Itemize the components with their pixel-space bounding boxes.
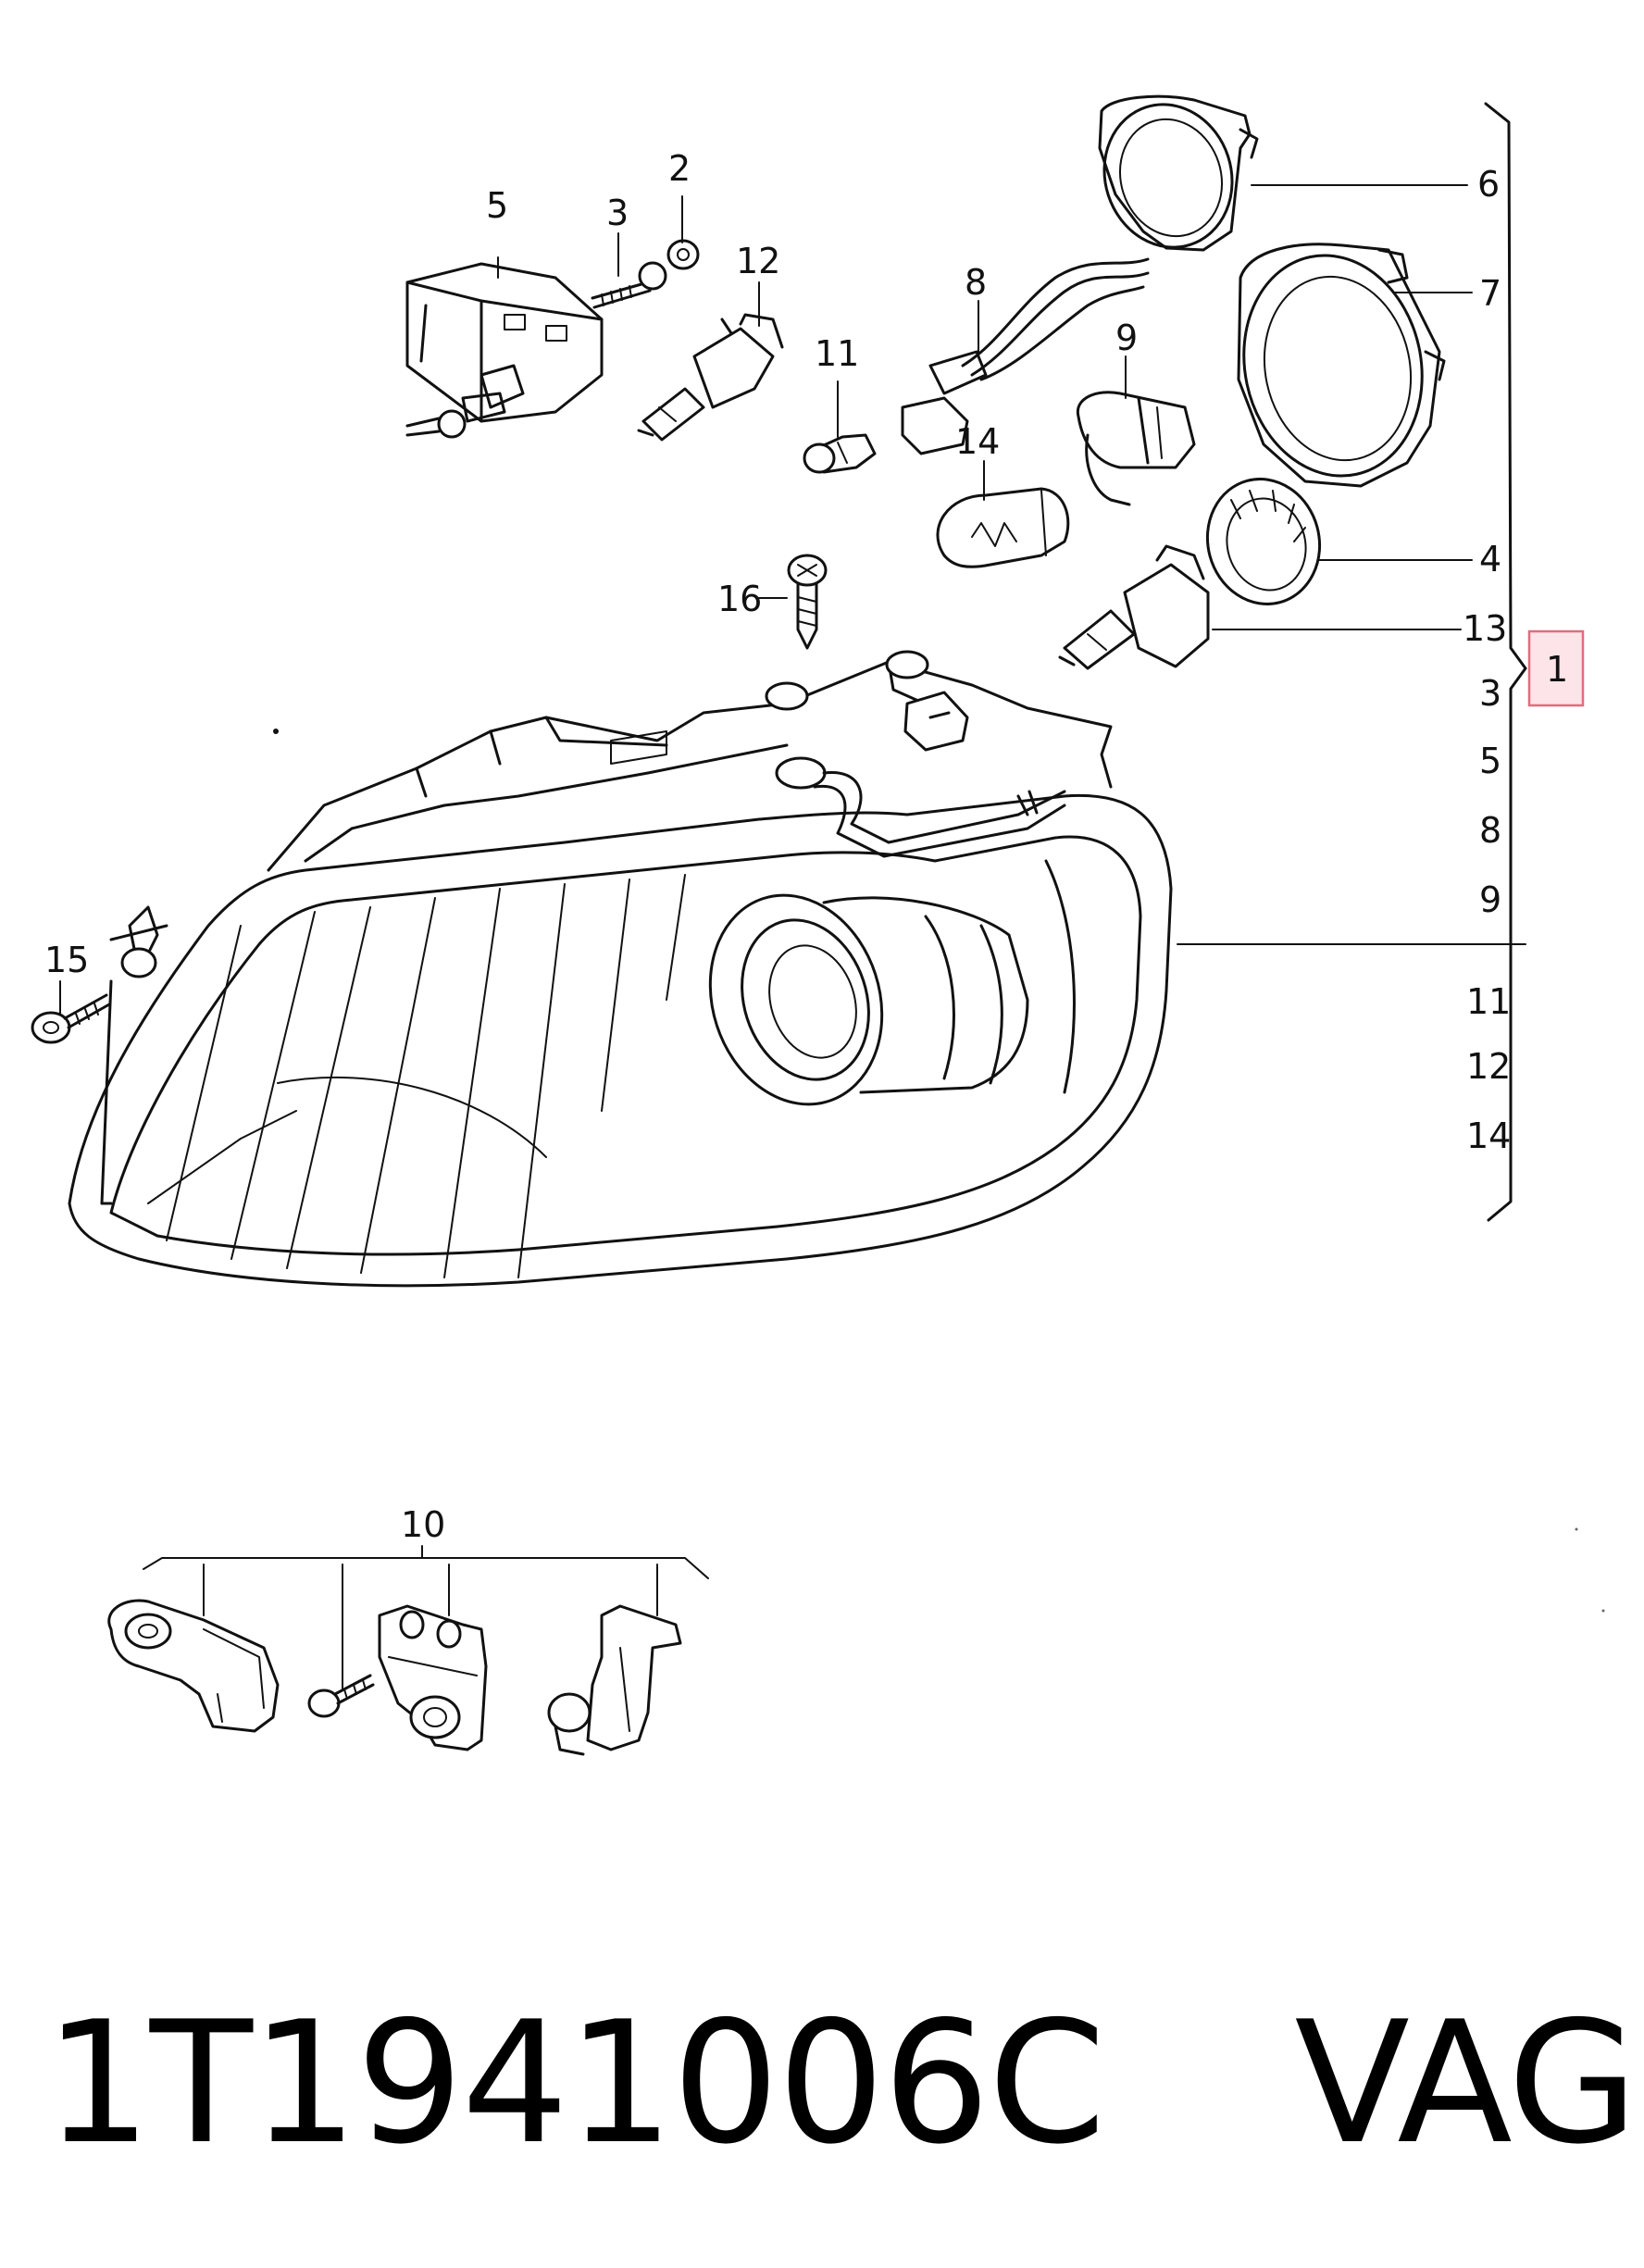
callout-1[interactable]: 1	[1546, 649, 1568, 690]
callout-labels: 2 5 3 12 8 11 9 14 16 15 6 7 4 13 10 1 3…	[44, 148, 1585, 1545]
part-10-bracket-b[interactable]	[378, 1604, 488, 1751]
callout-15[interactable]: 15	[44, 940, 89, 980]
callout-11[interactable]: 11	[815, 333, 859, 374]
callout-16[interactable]: 16	[717, 579, 762, 619]
part-15-screw[interactable]	[31, 993, 111, 1044]
part-11-wedge-bulb[interactable]	[803, 433, 877, 474]
part-10-bracket-a[interactable]	[107, 1599, 280, 1733]
callout-7[interactable]: 7	[1479, 273, 1501, 314]
bracket-item: 14	[1466, 1115, 1511, 1156]
callout-10[interactable]: 10	[401, 1504, 445, 1545]
headlamp-housing[interactable]	[68, 650, 1173, 1288]
part-number: 1T1941006C	[44, 1985, 1106, 2181]
callout-6[interactable]: 6	[1477, 164, 1500, 205]
part-4-retaining-ring[interactable]	[1193, 467, 1333, 617]
bracket-item: 5	[1479, 741, 1501, 781]
callout-13[interactable]: 13	[1463, 608, 1507, 649]
callout-3[interactable]: 3	[606, 193, 629, 233]
part-5-adjust-motor[interactable]	[405, 262, 604, 439]
part-13-bulb[interactable]	[1058, 544, 1210, 670]
callout-8[interactable]: 8	[965, 262, 987, 303]
stray-dot	[273, 729, 279, 734]
part-8-wire-harness[interactable]	[901, 257, 1150, 455]
bracket-item: 8	[1479, 810, 1501, 851]
bracket-item: 3	[1479, 673, 1501, 714]
part-10-screw[interactable]	[307, 1674, 375, 1718]
part-7-large-cover[interactable]	[1224, 239, 1446, 492]
callout-2[interactable]: 2	[668, 148, 691, 189]
bracket-item: 11	[1466, 981, 1511, 1022]
part-14-bulb[interactable]	[936, 487, 1070, 568]
callout-5[interactable]: 5	[486, 185, 508, 226]
part-6-cover-cap[interactable]	[1086, 88, 1259, 264]
part-3-screw[interactable]	[591, 261, 667, 309]
part-10-bracket-c[interactable]	[547, 1604, 682, 1756]
callout-12[interactable]: 12	[736, 241, 780, 281]
stray-dot	[1601, 1609, 1605, 1613]
footer-caption: 1T1941006C VAG	[44, 1985, 1638, 2181]
callout-4[interactable]: 4	[1479, 539, 1501, 579]
part-12-bulb[interactable]	[637, 313, 784, 442]
callout-14[interactable]: 14	[955, 421, 1000, 462]
callout-9[interactable]: 9	[1115, 318, 1138, 358]
part-2-washer[interactable]	[666, 239, 700, 270]
leader-lines	[59, 184, 1526, 1690]
part-9-bulb-holder[interactable]	[1076, 391, 1196, 506]
stray-dot	[1575, 1527, 1578, 1531]
bracket-item: 12	[1466, 1046, 1511, 1087]
bracket-item: 9	[1479, 879, 1501, 920]
part-16-screw[interactable]	[787, 554, 828, 650]
assembly-1-highlight[interactable]	[1527, 629, 1585, 707]
brand-name: VAG	[1294, 1985, 1638, 2181]
